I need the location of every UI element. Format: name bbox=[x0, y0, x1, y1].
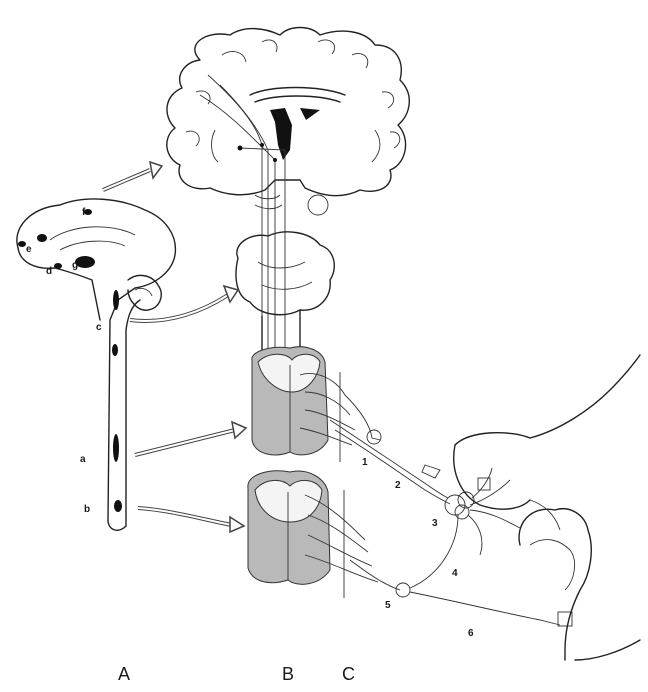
label-b: b bbox=[84, 504, 90, 515]
panel-label-b: B bbox=[282, 664, 294, 684]
sagittal-brain-and-cord bbox=[17, 199, 176, 530]
pathway-number-3: 3 bbox=[432, 518, 438, 529]
pathway-number-6: 6 bbox=[468, 628, 474, 639]
spinal-cord-lower-section bbox=[248, 471, 378, 584]
label-d: d bbox=[46, 266, 52, 277]
pathway-number-5: 5 bbox=[385, 600, 391, 611]
panel-label-c: C bbox=[342, 664, 355, 684]
label-a: a bbox=[80, 454, 86, 465]
label-e: e bbox=[26, 244, 32, 255]
peripheral-pathways bbox=[330, 395, 572, 626]
pathway-number-4: 4 bbox=[452, 568, 458, 579]
pathway-number-1: 1 bbox=[362, 457, 368, 468]
connector-arrows bbox=[103, 162, 246, 532]
organ-outlines bbox=[454, 355, 640, 660]
spinal-cord-upper-section bbox=[252, 347, 355, 455]
pathway-number-2: 2 bbox=[395, 480, 401, 491]
label-c: c bbox=[96, 322, 102, 333]
brain-coronal-section bbox=[167, 28, 410, 381]
label-g: g bbox=[72, 260, 78, 271]
panel-label-a: A bbox=[118, 664, 130, 684]
